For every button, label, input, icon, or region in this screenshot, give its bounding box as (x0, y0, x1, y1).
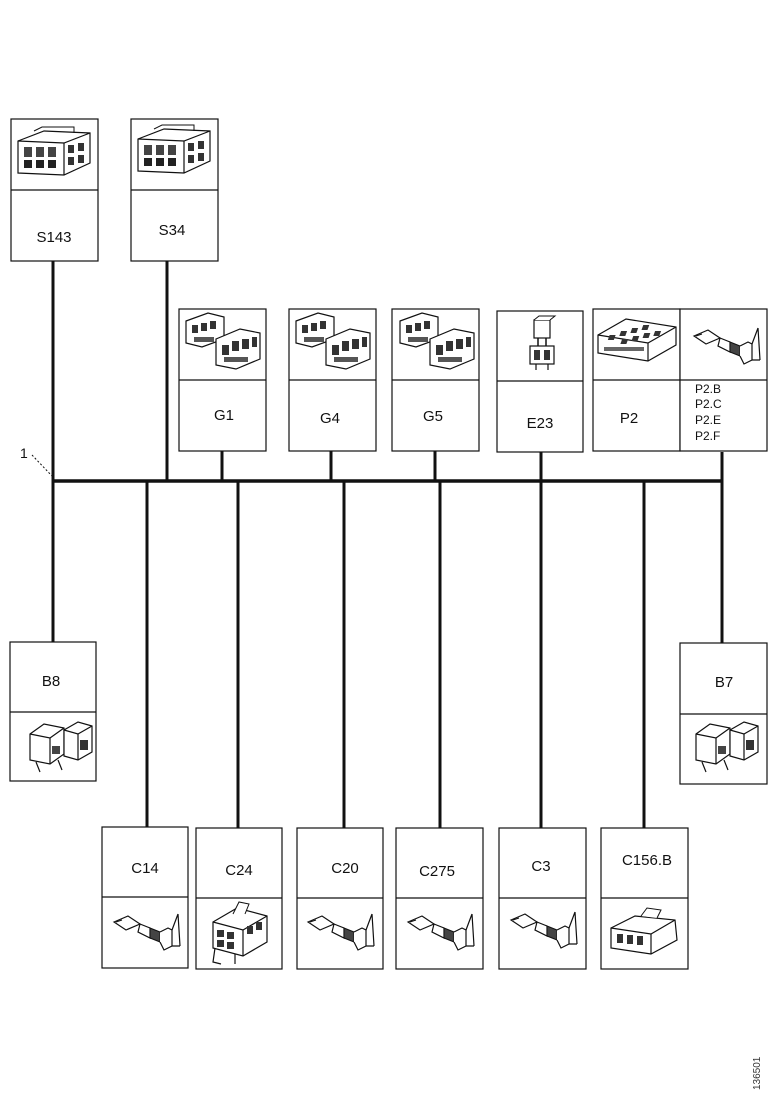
connector-p2: P2 (592, 308, 681, 452)
reference-number: 1 (20, 445, 28, 461)
document-code: 136501 (752, 1056, 763, 1090)
connector-c3: C3 (498, 827, 587, 970)
connector-g4: G4 (288, 308, 377, 452)
connector-label: B7 (715, 674, 733, 691)
connector-c24: C24 (195, 827, 283, 970)
connector-label: C20 (331, 860, 359, 877)
connector-label: G4 (320, 410, 340, 427)
connector-p2-pins: P2.B P2.C P2.E P2.F (679, 308, 768, 452)
connector-label: C156.B (622, 852, 672, 869)
connector-label: C14 (131, 860, 159, 877)
connector-g1: G1 (178, 308, 267, 452)
connector-label: C275 (419, 863, 455, 880)
connector-b8: B8 (9, 641, 97, 782)
connector-label: E23 (527, 415, 554, 432)
connector-e23: E23 (496, 310, 584, 453)
connector-g5: G5 (391, 308, 480, 452)
connector-s143: S143 (10, 118, 99, 262)
connector-label: B8 (42, 673, 60, 690)
pin-label-p2c: P2.C (695, 397, 722, 411)
pin-label-p2e: P2.E (695, 413, 721, 427)
connector-c156b: C156.B (600, 827, 689, 970)
connector-c14: C14 (101, 826, 189, 969)
connector-label: C24 (225, 862, 253, 879)
connector-label: G5 (423, 408, 443, 425)
connector-label: S143 (36, 229, 71, 246)
pin-label-p2f: P2.F (695, 429, 720, 443)
harness-wires (51, 261, 724, 828)
connector-c275: C275 (395, 827, 484, 970)
connector-b7: B7 (679, 642, 768, 785)
connector-label: G1 (214, 407, 234, 424)
reference-callout: 1 (20, 445, 53, 477)
connector-c20: C20 (296, 827, 384, 970)
connector-s34: S34 (130, 118, 219, 262)
connector-label: P2 (620, 410, 638, 427)
connector-label: C3 (531, 858, 550, 875)
connector-label: S34 (159, 222, 186, 239)
pin-label-p2b: P2.B (695, 382, 721, 396)
